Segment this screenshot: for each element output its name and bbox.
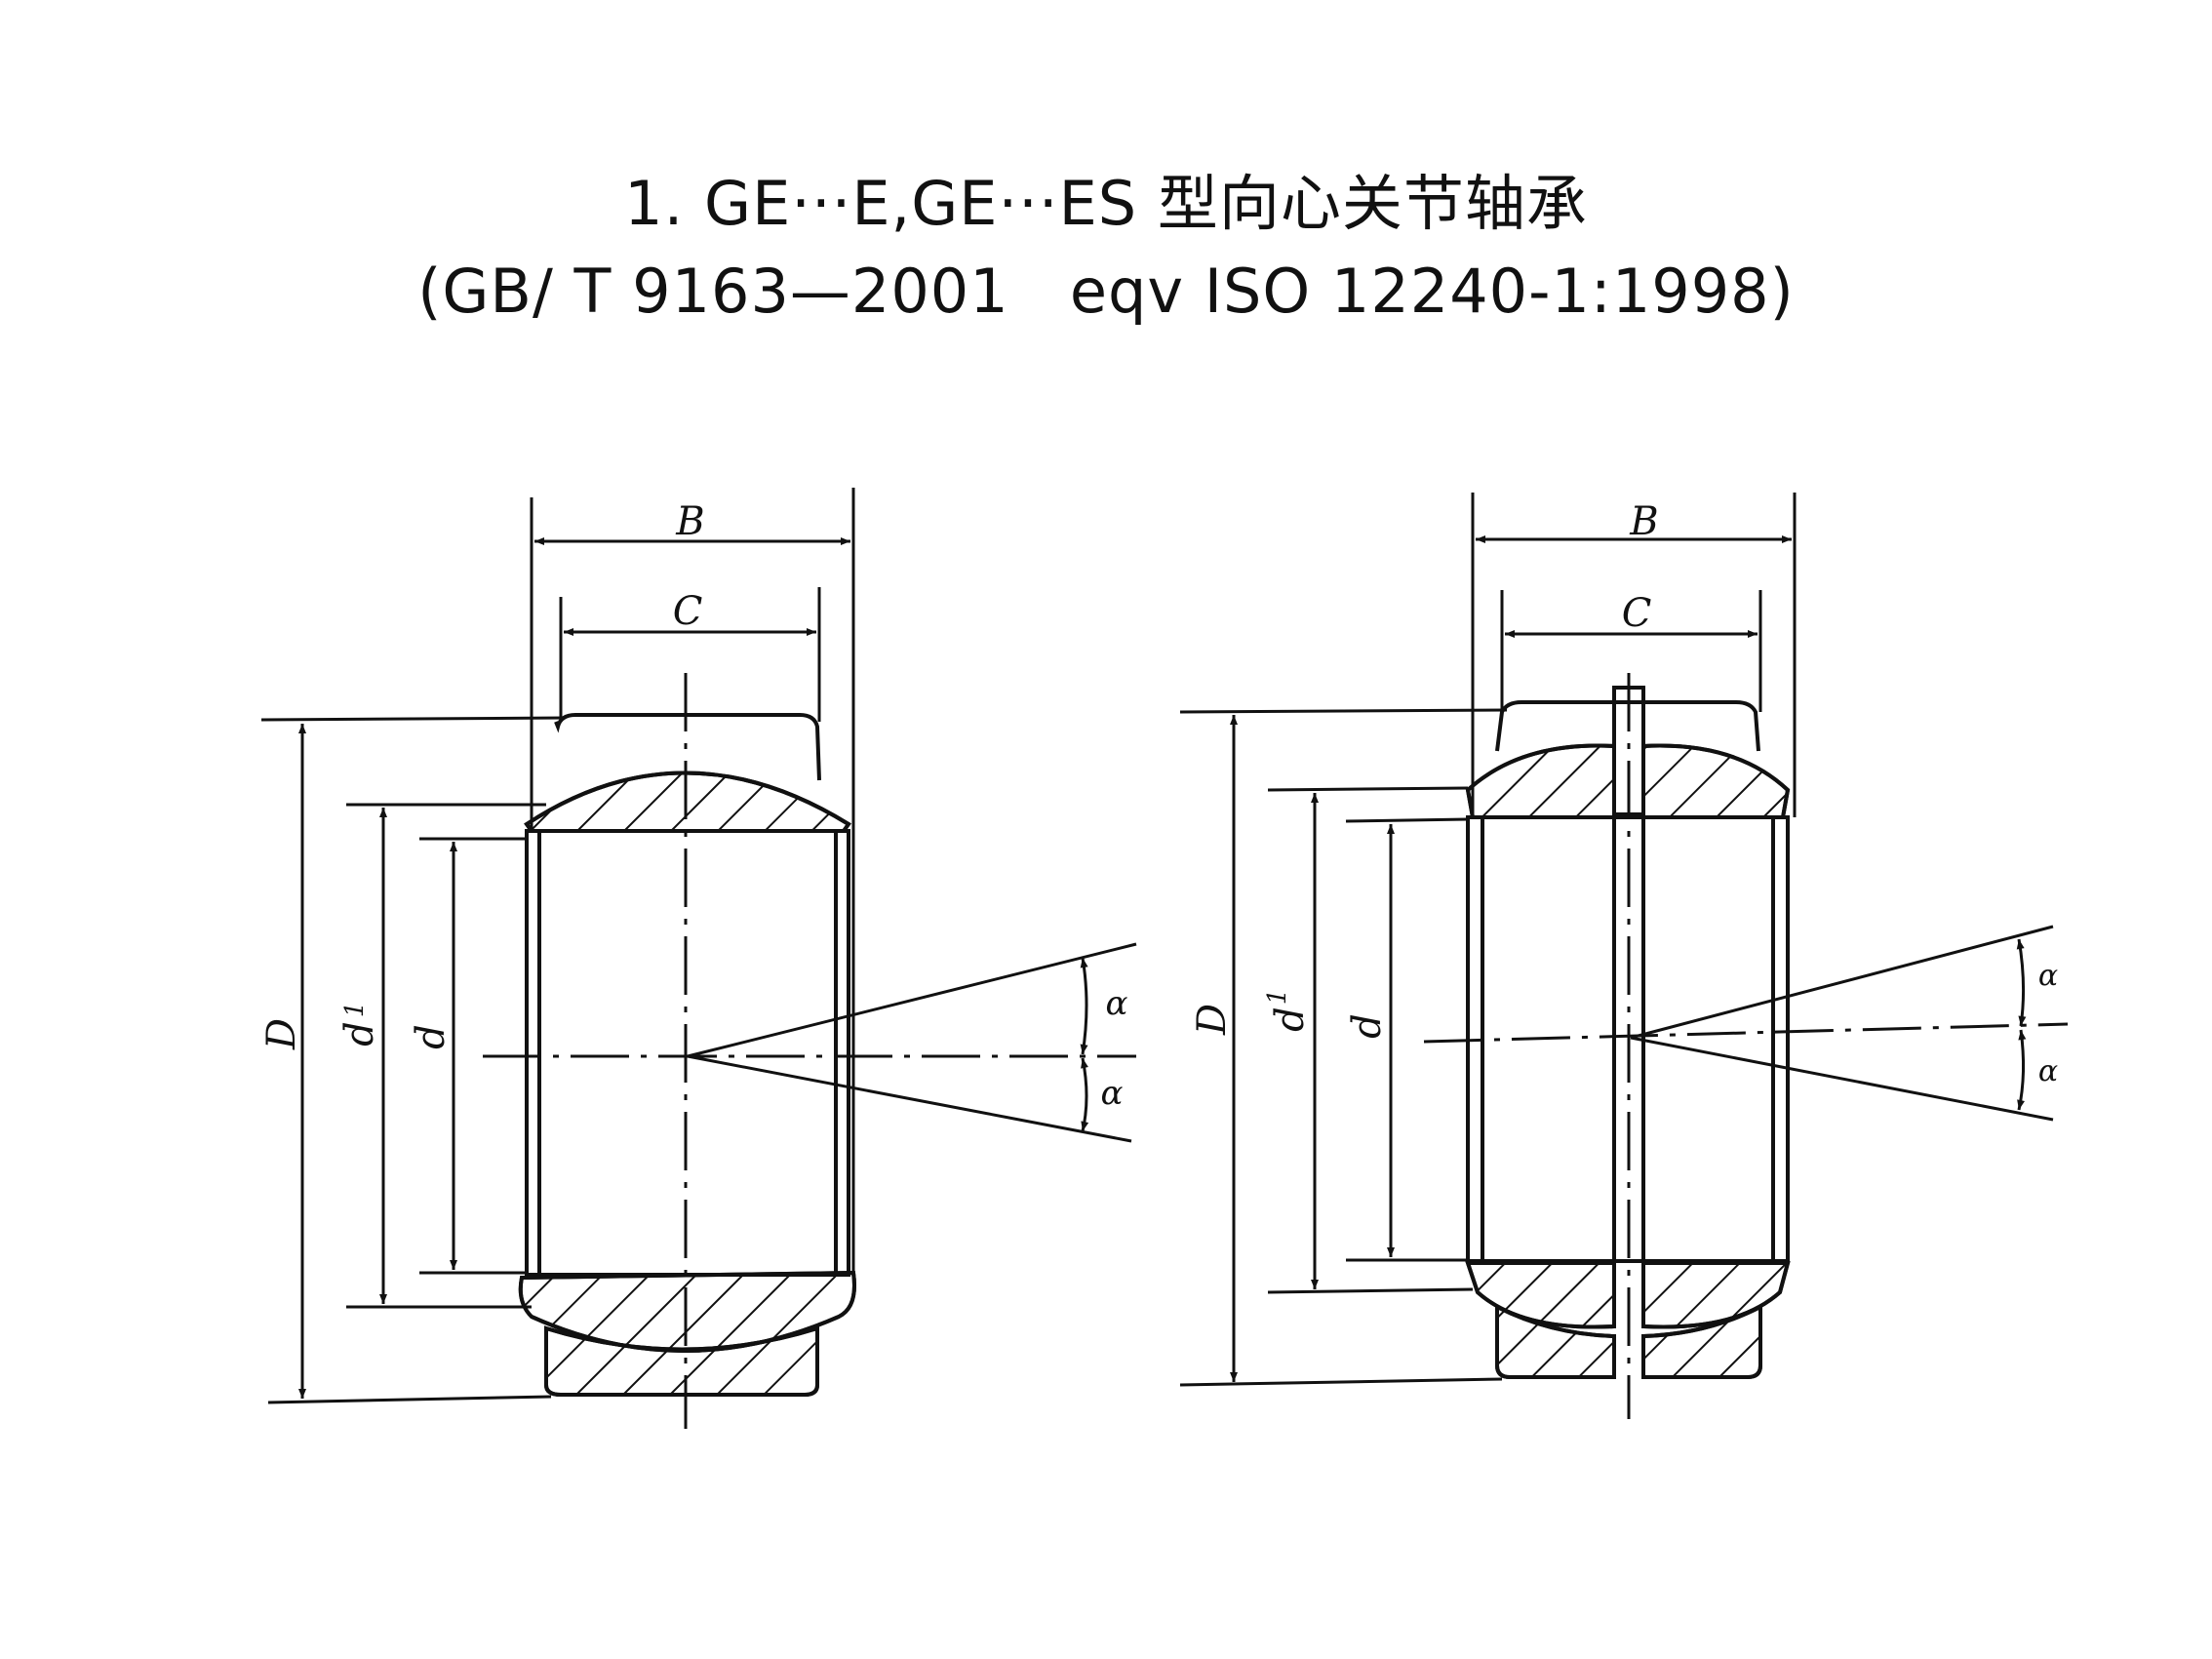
right-label-B: B — [1629, 499, 1658, 544]
left-label-C: C — [673, 589, 703, 634]
left-label-alpha-bottom: α — [1101, 1074, 1124, 1113]
right-bearing-drawing — [1179, 493, 2069, 1419]
right-label-alpha-bottom: α — [2038, 1054, 2058, 1088]
left-tilt-line-bottom — [687, 1054, 1132, 1143]
right-label-alpha-top: α — [2038, 959, 2058, 993]
left-outer-ring-outline-top — [524, 770, 851, 833]
right-outer-ring-section-top-left — [1465, 743, 1616, 819]
right-label-C: C — [1622, 591, 1652, 636]
right-label-d: d — [1345, 1013, 1390, 1039]
left-outer-ring-section-top — [524, 770, 851, 833]
right-label-d1-subscript: 1 — [1263, 989, 1292, 1006]
right-outer-ring-section-top-right — [1641, 743, 1791, 819]
right-tilt-line-bottom — [1630, 1036, 2054, 1122]
left-tilt-line-top — [687, 942, 1137, 1058]
left-label-alpha-top: α — [1106, 984, 1128, 1023]
left-label-d1: d — [337, 1021, 382, 1047]
left-label-D: D — [259, 1018, 304, 1050]
left-outer-ring-top — [554, 713, 821, 781]
right-label-d1: d — [1268, 1007, 1313, 1032]
left-dim-alpha-top — [1080, 957, 1088, 1055]
left-label-B: B — [675, 499, 704, 544]
right-dim-alpha-top — [2016, 938, 2027, 1027]
standard-reference: (GB/ T 9163—2001 eqv ISO 12240-1:1998) — [417, 256, 1795, 327]
left-label-d1-subscript: 1 — [340, 1002, 370, 1018]
right-tilt-line-top — [1630, 925, 2054, 1040]
left-inner-ring-bore — [525, 829, 850, 1277]
drawing-title: 1. GE···E,GE···ES 型向心关节轴承 — [624, 168, 1588, 239]
right-label-D: D — [1190, 1004, 1235, 1036]
left-dim-alpha-bottom — [1081, 1057, 1089, 1132]
right-inner-ring-section-bottom-left — [1465, 1261, 1616, 1329]
right-inner-ring-section-bottom-right — [1641, 1261, 1791, 1329]
right-dim-alpha-bottom — [2017, 1029, 2027, 1111]
left-bearing-drawing — [260, 488, 1137, 1429]
left-label-d: d — [409, 1024, 454, 1049]
right-horizontal-centerline — [1423, 1022, 2069, 1044]
